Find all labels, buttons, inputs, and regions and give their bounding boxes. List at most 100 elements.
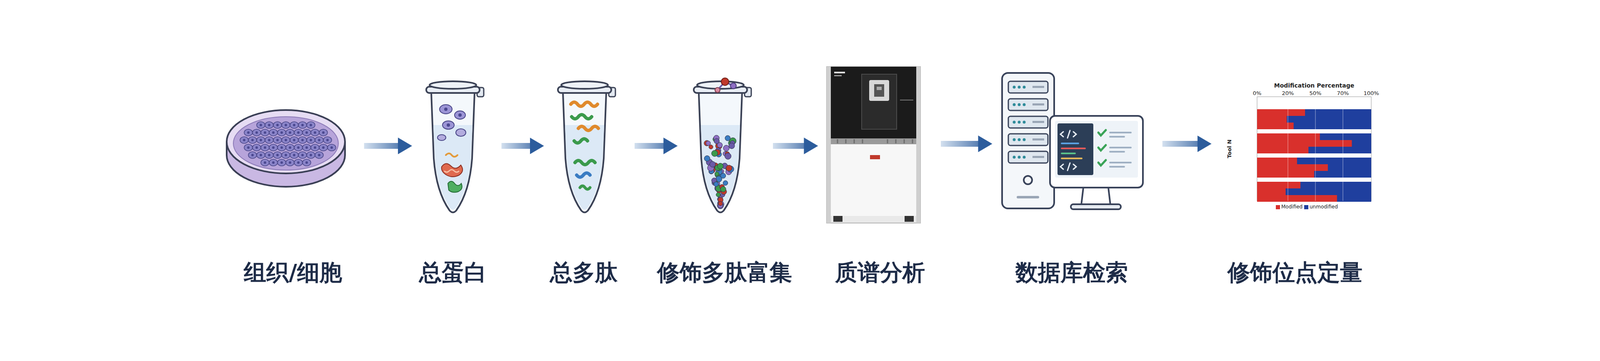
server-rack bbox=[1017, 155, 1021, 159]
mass-spectrometer bbox=[904, 215, 914, 222]
bead bbox=[708, 145, 713, 150]
cell bbox=[267, 123, 271, 127]
server-rack bbox=[1032, 155, 1045, 158]
cell bbox=[315, 151, 324, 159]
server-rack bbox=[1012, 138, 1016, 142]
cell bbox=[247, 131, 250, 134]
cell bbox=[276, 123, 279, 127]
cell bbox=[259, 123, 263, 127]
peptide-chain bbox=[571, 114, 592, 119]
computer bbox=[1070, 204, 1121, 210]
tube-proteins bbox=[426, 81, 484, 213]
checklist bbox=[1098, 130, 1131, 167]
bead bbox=[722, 180, 728, 185]
stacked-bar bbox=[1257, 157, 1298, 165]
server-rack bbox=[1012, 85, 1016, 89]
cell bbox=[265, 136, 274, 144]
stacked-bar bbox=[1257, 133, 1320, 140]
code-lines bbox=[1061, 152, 1075, 155]
code-lines bbox=[1061, 142, 1079, 145]
cell bbox=[281, 151, 290, 159]
stacked-bar bbox=[1257, 170, 1372, 178]
bead bbox=[704, 155, 710, 162]
cell bbox=[288, 161, 292, 164]
mass-spectrometer bbox=[830, 66, 917, 139]
cell bbox=[322, 146, 325, 149]
stacked-bar bbox=[1257, 140, 1372, 147]
mass-spectrometer bbox=[834, 75, 842, 77]
flow-arrow bbox=[1162, 140, 1200, 147]
cell bbox=[326, 138, 329, 142]
server-rack bbox=[1008, 151, 1048, 163]
cell bbox=[444, 107, 448, 111]
tick-label: 0% bbox=[1252, 90, 1262, 96]
mass-spectrometer bbox=[826, 66, 921, 223]
bar-chart bbox=[1287, 96, 1343, 201]
mass-spectrometer bbox=[826, 66, 831, 223]
checklist bbox=[1098, 130, 1106, 166]
server-rack bbox=[1022, 155, 1026, 159]
stacked-bar bbox=[1257, 122, 1294, 130]
cell bbox=[455, 128, 466, 137]
cell bbox=[281, 136, 290, 144]
step-label: 修饰位点定量 bbox=[1227, 259, 1363, 287]
stacked-bar bbox=[1257, 115, 1287, 123]
cell bbox=[309, 138, 313, 142]
computer bbox=[1050, 115, 1143, 188]
mass-spectrometer bbox=[834, 71, 845, 74]
server-rack bbox=[1012, 155, 1016, 159]
cell bbox=[306, 151, 315, 159]
computer bbox=[1016, 195, 1040, 199]
cell bbox=[248, 151, 257, 159]
cell bbox=[306, 121, 315, 129]
cell bbox=[252, 129, 261, 136]
code-lines bbox=[1061, 157, 1082, 160]
cell bbox=[302, 144, 311, 151]
cell bbox=[319, 129, 328, 136]
cell bbox=[315, 136, 324, 144]
cell bbox=[260, 129, 270, 136]
cell bbox=[281, 121, 290, 129]
cell bbox=[294, 129, 303, 136]
server-rack bbox=[1008, 98, 1048, 111]
cell bbox=[294, 159, 303, 166]
cell bbox=[273, 121, 282, 129]
cell bbox=[276, 153, 279, 157]
cell bbox=[294, 144, 303, 151]
stacked-bar bbox=[1257, 195, 1338, 202]
cell bbox=[297, 131, 300, 134]
cell bbox=[255, 146, 258, 149]
cell bbox=[242, 138, 246, 142]
petri-dish bbox=[226, 110, 345, 187]
legend-text: unmodified bbox=[1309, 204, 1338, 210]
flow-arrow bbox=[772, 142, 806, 149]
computer bbox=[1057, 123, 1094, 175]
step-label: 总蛋白 bbox=[419, 259, 487, 287]
mass-spectrometer bbox=[900, 99, 914, 101]
cell bbox=[263, 161, 267, 164]
cell bbox=[272, 131, 275, 134]
peptide-chain bbox=[574, 138, 588, 143]
cell bbox=[280, 161, 283, 164]
cell bbox=[446, 123, 450, 127]
mass-spectrometer bbox=[830, 144, 917, 216]
bead bbox=[720, 172, 726, 178]
peptide-chain bbox=[576, 172, 590, 178]
checklist bbox=[1110, 132, 1131, 167]
cell bbox=[310, 144, 320, 151]
cell bbox=[322, 131, 325, 134]
server-rack bbox=[1017, 120, 1021, 124]
cell bbox=[284, 153, 288, 157]
stacked-bar bbox=[1257, 164, 1372, 171]
modified-peptide bbox=[715, 77, 737, 93]
cell bbox=[290, 136, 299, 144]
server-rack bbox=[1032, 103, 1045, 106]
cell bbox=[305, 161, 308, 164]
cell bbox=[310, 129, 320, 136]
protein bbox=[441, 163, 463, 177]
cell bbox=[292, 153, 296, 157]
modified-peptide bbox=[715, 87, 720, 93]
server-rack bbox=[1022, 138, 1026, 142]
